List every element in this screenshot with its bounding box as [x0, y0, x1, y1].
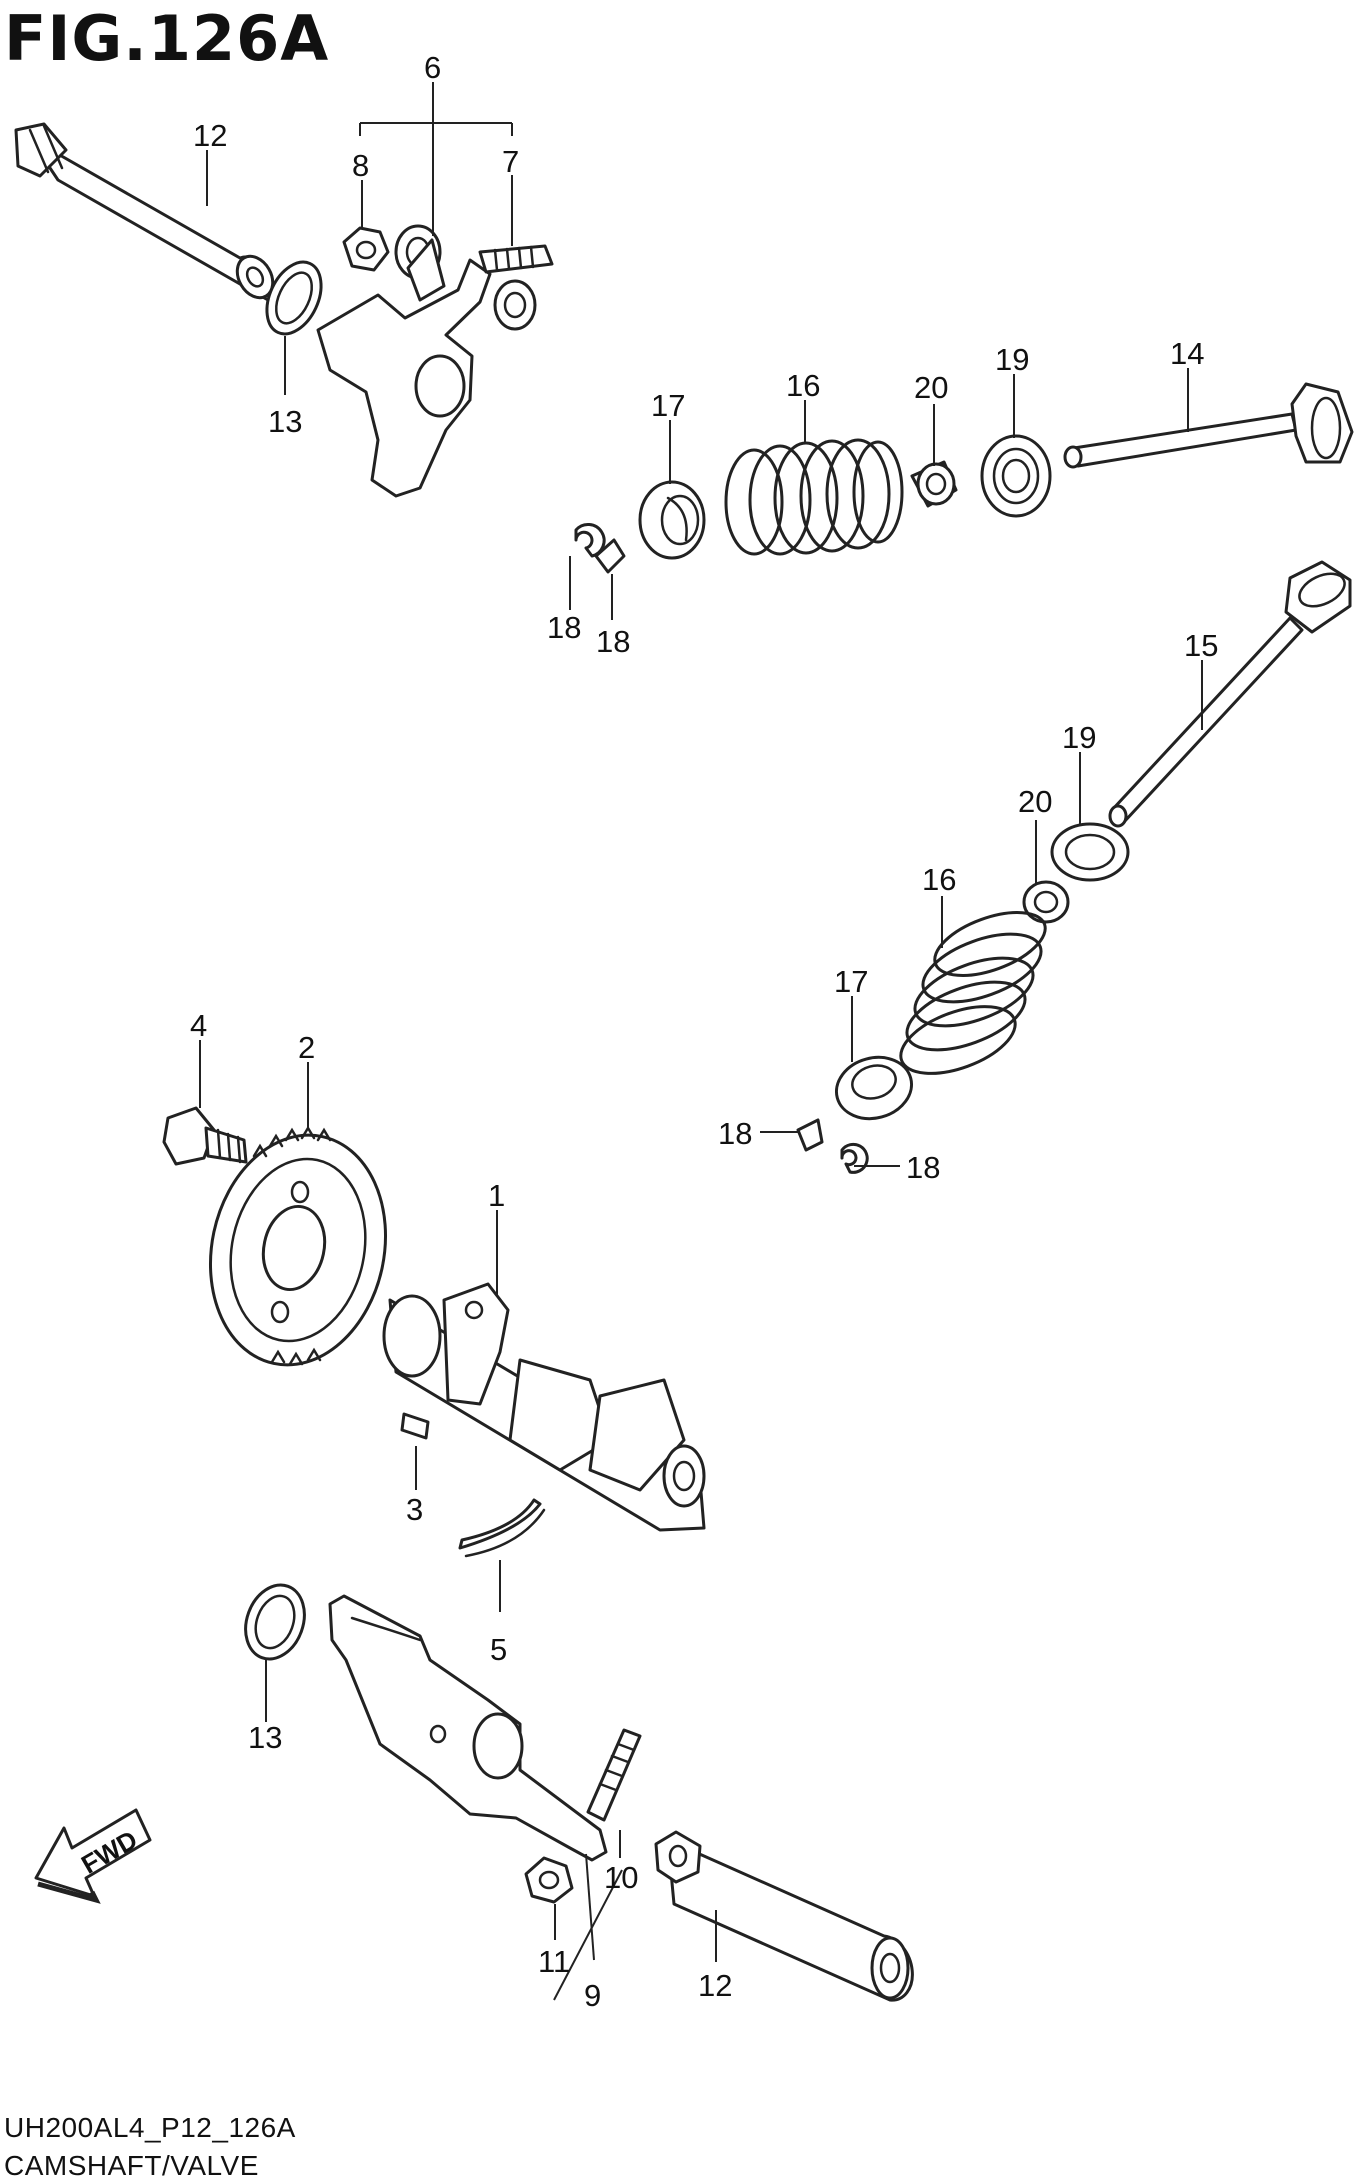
- adjusting-screw-upper: [478, 244, 554, 274]
- callout-5: 5: [490, 1632, 507, 1667]
- rocker-shaft-lower: [654, 1830, 914, 2002]
- callout-18-d: 18: [906, 1150, 940, 1185]
- valve-spring-16-lower: [899, 911, 1047, 1075]
- adjusting-screw-lower: [586, 1728, 642, 1822]
- callout-9: 9: [584, 1978, 601, 2013]
- callout-17-upper: 17: [651, 388, 685, 423]
- lock-nut-lower: [524, 1856, 574, 1904]
- callout-18-c: 18: [718, 1116, 752, 1151]
- rocker-arm-lower: [328, 1594, 608, 1862]
- callout-1: 1: [488, 1178, 505, 1213]
- figure-caption: CAMSHAFT/VALVE: [4, 2150, 259, 2181]
- callout-15: 15: [1184, 628, 1218, 663]
- rocker-shaft-upper: [14, 122, 275, 302]
- callout-13-lower: 13: [248, 1720, 282, 1755]
- cam-sprocket: [208, 1125, 388, 1367]
- rocker-arm-upper: [316, 224, 537, 498]
- callout-6: 6: [424, 50, 441, 85]
- callout-19-lower: 19: [1062, 720, 1096, 755]
- sprocket-bolt: [162, 1106, 248, 1166]
- callout-18-a: 18: [547, 610, 581, 645]
- callout-12-upper: 12: [193, 118, 227, 153]
- callout-11: 11: [538, 1944, 570, 1979]
- camshaft-retainer: [458, 1498, 546, 1558]
- lock-nut-upper: [342, 226, 390, 272]
- callout-10: 10: [604, 1860, 638, 1895]
- callout-3: 3: [406, 1492, 423, 1527]
- valve-spring-16-upper: [724, 438, 904, 556]
- camshaft: [382, 1282, 706, 1532]
- callout-2: 2: [298, 1030, 315, 1065]
- forward-arrow-icon: FWD: [34, 1808, 152, 1904]
- cotter-18-upper: [574, 523, 626, 574]
- callout-7: 7: [502, 144, 519, 179]
- cotter-18-lower: [796, 1118, 869, 1174]
- valve-14: [1063, 382, 1354, 469]
- callout-12-lower: 12: [698, 1968, 732, 2003]
- callout-20-lower: 20: [1018, 784, 1052, 819]
- callout-20-upper: 20: [914, 370, 948, 405]
- spring-seat-20-upper: [910, 460, 958, 508]
- valve-seal-19-lower: [1050, 822, 1130, 882]
- washer-upper: [265, 260, 323, 336]
- dowel-pin: [400, 1412, 430, 1440]
- retainer-17-upper: [638, 480, 706, 560]
- spring-seat-20-lower: [1022, 880, 1070, 924]
- washer-lower: [244, 1583, 306, 1661]
- figure-title: FIG.126A: [4, 2, 330, 75]
- callout-4: 4: [190, 1008, 207, 1043]
- callout-14: 14: [1170, 336, 1204, 371]
- callout-19-upper: 19: [995, 342, 1029, 377]
- valve-seal-19-upper: [980, 434, 1052, 518]
- callout-17-lower: 17: [834, 964, 868, 999]
- callout-18-b: 18: [596, 624, 630, 659]
- drawing-code: UH200AL4_P12_126A: [4, 2112, 296, 2143]
- callout-16-lower: 16: [922, 862, 956, 897]
- callout-16-upper: 16: [786, 368, 820, 403]
- callout-8: 8: [352, 148, 369, 183]
- callout-13-upper: 13: [268, 404, 302, 439]
- retainer-17-lower: [834, 1055, 914, 1121]
- valve-15: [1108, 560, 1352, 828]
